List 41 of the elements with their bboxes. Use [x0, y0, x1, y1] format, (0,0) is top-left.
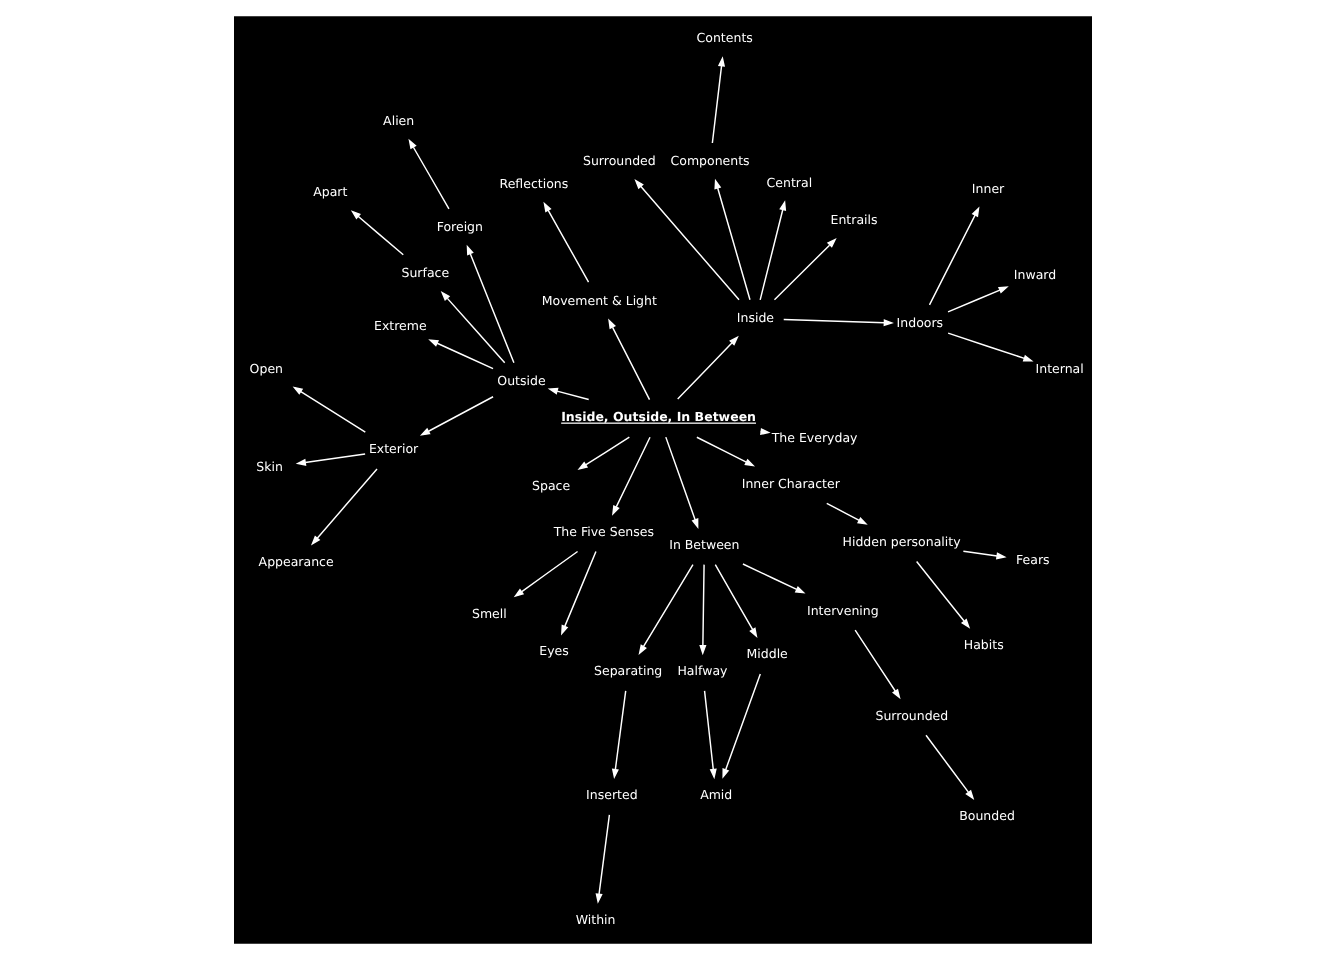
arrow [698, 563, 706, 656]
arrow [710, 56, 725, 144]
arrow [439, 290, 505, 364]
arrow [741, 563, 805, 594]
arrow [713, 564, 757, 639]
arrow [418, 396, 493, 436]
arrow [695, 436, 755, 467]
arrow [676, 335, 738, 400]
arrow [594, 814, 610, 904]
arrow [713, 178, 750, 301]
arrow [465, 244, 514, 364]
arrow [961, 550, 1006, 560]
arrow [914, 560, 970, 629]
arrow [427, 339, 493, 370]
arrow [560, 550, 596, 636]
arrow [772, 238, 836, 301]
arrow [542, 201, 589, 283]
arrow [664, 436, 698, 529]
arrow [924, 734, 974, 801]
arrow [927, 206, 979, 306]
arrow [512, 550, 578, 598]
arrow [349, 210, 403, 256]
arrow [758, 200, 786, 301]
arrow [782, 318, 893, 327]
arrow [637, 563, 693, 655]
arrow [546, 387, 589, 401]
arrow [607, 318, 650, 401]
arrow [610, 690, 626, 780]
arrow [721, 673, 761, 779]
arrow [291, 386, 366, 433]
arrow [946, 286, 1008, 313]
arrow [309, 468, 377, 546]
arrow [576, 436, 630, 471]
arrow [294, 453, 365, 466]
arrow [825, 502, 867, 525]
arrow [946, 332, 1033, 362]
arrow [611, 436, 650, 516]
arrow [407, 138, 449, 210]
arrow [633, 179, 739, 301]
arrow [702, 690, 716, 780]
arrow [853, 629, 900, 700]
